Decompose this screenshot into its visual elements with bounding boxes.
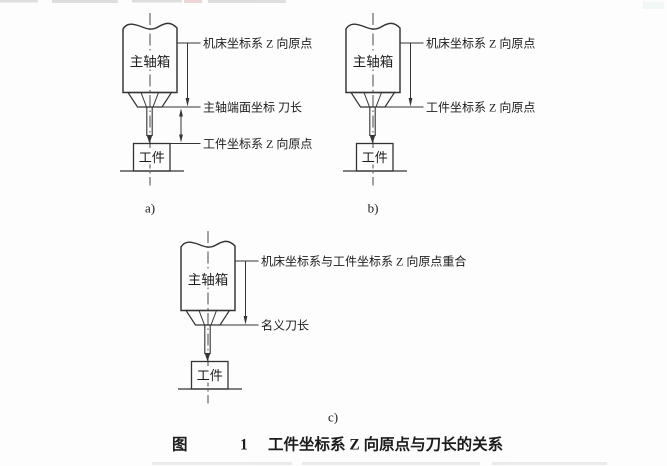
scan-artifact-mark	[132, 0, 182, 3]
scan-artifact-mark	[302, 462, 480, 465]
spindle-box-label: 主轴箱	[353, 55, 394, 70]
scan-artifact-top	[0, 0, 664, 9]
workpiece-label: 工件	[197, 368, 223, 383]
workpiece-label: 工件	[139, 150, 165, 165]
scan-artifact-red-mark	[184, 0, 202, 3]
scan-artifact-mark	[152, 462, 292, 465]
scan-artifact-mark	[0, 0, 38, 3]
scan-artifact-mark	[208, 0, 286, 3]
figure-caption-title: 工件坐标系 Z 向原点与刀长的关系	[268, 435, 503, 454]
figure-caption-number: 1	[240, 437, 248, 454]
workpiece-origin-label: 工件坐标系 Z 向原点	[426, 100, 535, 115]
workpiece-label: 工件	[362, 150, 388, 165]
spindle-face-tool-length-label: 主轴端面坐标 刀长	[203, 100, 302, 115]
nominal-tool-length-label: 名义刀长	[261, 318, 309, 333]
figure-caption: 图 1 工件坐标系 Z 向原点与刀长的关系	[172, 435, 503, 454]
spindle-box-label: 主轴箱	[188, 273, 229, 288]
figure-caption-word: 图	[172, 436, 188, 454]
diagram-b: 主轴箱 工件 机床坐标系 Z 向原点 工件坐标系 Z 向原点 b)	[342, 12, 535, 216]
machine-origin-label: 机床坐标系 Z 向原点	[426, 36, 535, 51]
scan-artifact-mark	[52, 0, 118, 3]
spindle-box-label: 主轴箱	[130, 55, 171, 70]
coincident-origin-label: 机床坐标系与工件坐标系 Z 向原点重合	[261, 254, 466, 269]
subcaption-c: c)	[328, 410, 338, 425]
diagram-c: 主轴箱 工件 机床坐标系与工件坐标系 Z 向原点重合 名义刀长 c)	[177, 230, 466, 425]
diagram-a: 主轴箱 工件 机床坐标系 Z 向原点 主轴端面坐标 刀长 工件坐标系 Z 向原点…	[119, 12, 312, 216]
scan-artifact-bottom	[152, 462, 607, 465]
tool-length-arrowhead-down	[179, 134, 183, 143]
tool-length-arrowhead-up	[179, 108, 183, 117]
workpiece-origin-label: 工件坐标系 Z 向原点	[203, 136, 312, 151]
subcaption-a: a)	[145, 201, 155, 216]
scan-artifact-smudge	[643, 2, 664, 9]
machine-origin-label: 机床坐标系 Z 向原点	[203, 36, 312, 51]
scan-artifact-mark	[492, 462, 607, 465]
subcaption-b: b)	[368, 201, 379, 216]
